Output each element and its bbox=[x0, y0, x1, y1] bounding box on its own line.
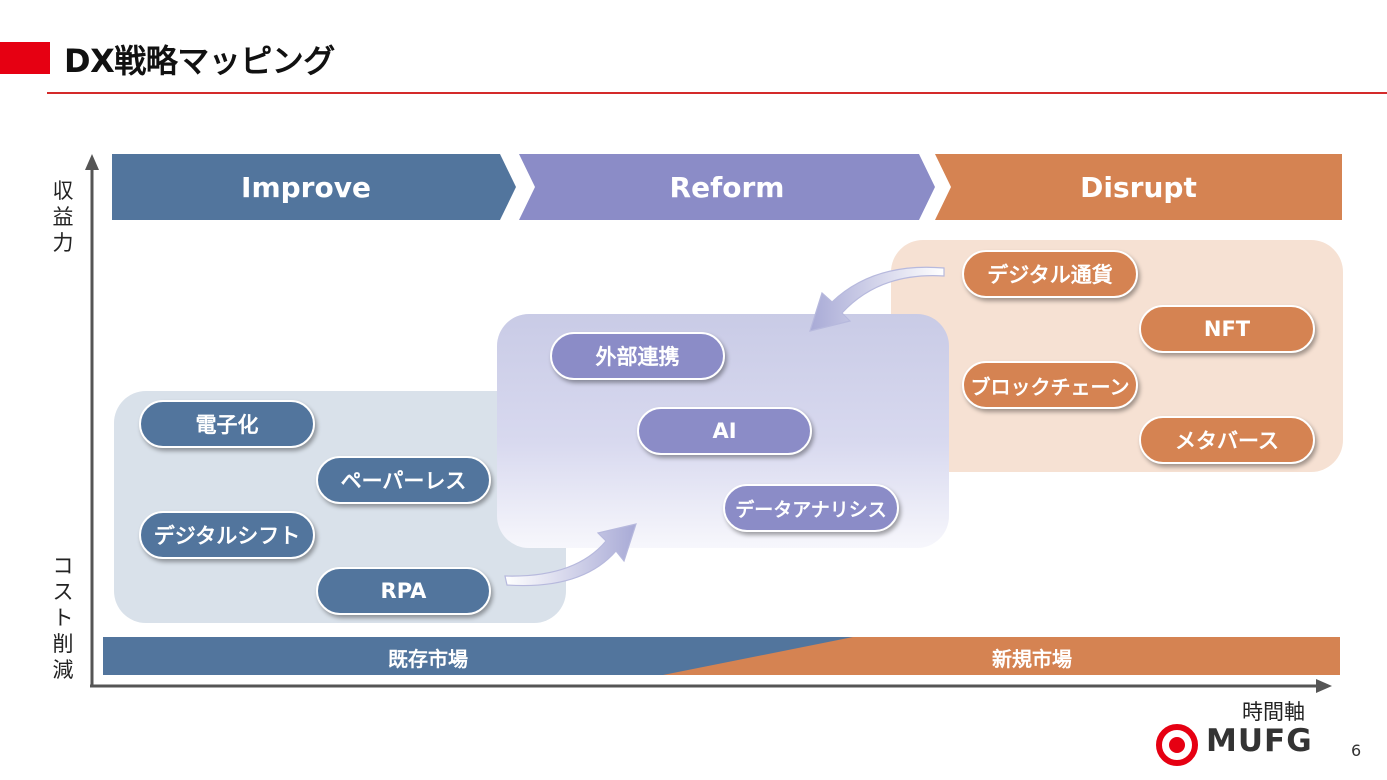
market-existing-label: 既存市場 bbox=[388, 647, 468, 671]
y-axis-label-bottom: コスト削減 bbox=[52, 554, 74, 682]
x-axis-label: 時間軸 bbox=[1242, 700, 1305, 724]
improve-to-reform-arrow bbox=[504, 523, 637, 587]
item-digital-shift: デジタルシフト bbox=[139, 511, 315, 559]
phase-improve: Improve bbox=[112, 154, 516, 220]
item-data-analysis: データアナリシス bbox=[723, 484, 899, 532]
phase-disrupt: Disrupt bbox=[935, 154, 1342, 220]
mufg-logo-icon bbox=[1156, 724, 1198, 766]
market-new-label: 新規市場 bbox=[992, 647, 1072, 671]
item-metaverse: メタバース bbox=[1139, 416, 1315, 464]
item-blockchain: ブロックチェーン bbox=[962, 361, 1138, 409]
x-axis-arrowhead bbox=[1316, 679, 1332, 693]
item-nft: NFT bbox=[1139, 305, 1315, 353]
logo-text: MUFG bbox=[1206, 723, 1313, 759]
page-title: DX戦略マッピング bbox=[64, 42, 335, 80]
item-ai: AI bbox=[637, 407, 812, 455]
page-number: 6 bbox=[1351, 741, 1362, 760]
item-denshika: 電子化 bbox=[139, 400, 315, 448]
market-bar bbox=[103, 637, 1340, 675]
title-divider bbox=[47, 92, 1387, 94]
item-paperless: ペーパーレス bbox=[316, 456, 491, 504]
item-rpa: RPA bbox=[316, 567, 491, 615]
title-accent-bar bbox=[0, 42, 50, 74]
item-digital-currency: デジタル通貨 bbox=[962, 250, 1138, 298]
item-external-integration: 外部連携 bbox=[550, 332, 725, 380]
y-axis-label-top: 収益力 bbox=[52, 179, 74, 255]
phase-reform: Reform bbox=[519, 154, 935, 220]
market-existing-segment bbox=[103, 637, 853, 675]
disrupt-to-reform-arrow bbox=[809, 266, 945, 332]
y-axis-arrowhead bbox=[85, 154, 99, 170]
